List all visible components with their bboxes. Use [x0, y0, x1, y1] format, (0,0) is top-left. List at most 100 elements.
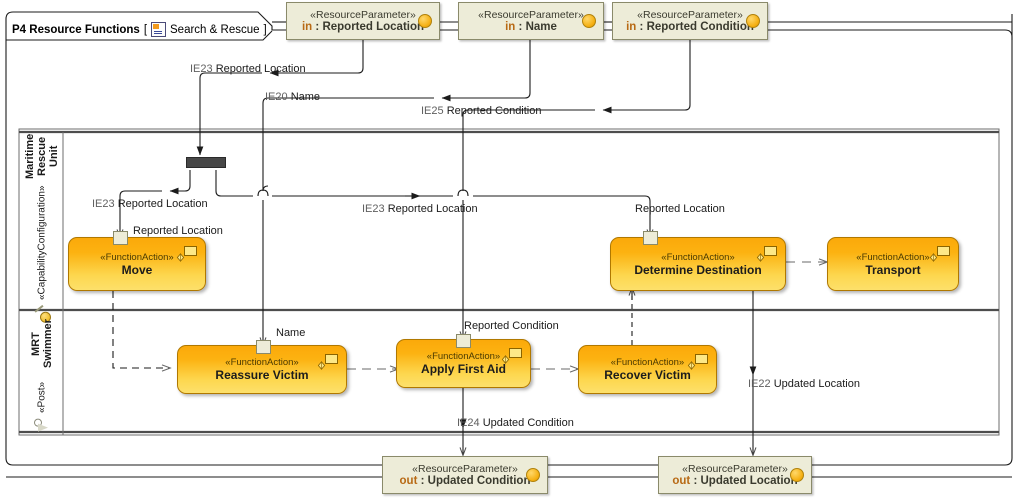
behavior-rect-icon: [937, 246, 950, 256]
swimlane-name: MRT Swimmer: [30, 319, 54, 369]
ie-id: IE20: [265, 91, 288, 103]
control-flow-move-to-reassure-victim[interactable]: [112, 291, 170, 368]
swimlane-stereotype: «CapabilityConfiguration»: [36, 185, 48, 300]
swimlane-maritime-rescue-unit[interactable]: «CapabilityConfiguration» Maritime Rescu…: [21, 134, 63, 309]
bracket-close: ]: [263, 23, 267, 36]
edge-text: Reported Condition: [446, 105, 542, 117]
resource-parameter-in-name[interactable]: «ResourceParameter» in : Name: [458, 2, 604, 40]
pin-label-move-reported-location: Reported Location: [133, 225, 223, 237]
behavior-rect-icon: [764, 246, 777, 256]
swimlane-mrt-swimmer[interactable]: «Post» MRT Swimmer: [21, 312, 63, 432]
edge-label-ie24-updated-condition: IE24 Updated Condition: [457, 417, 574, 429]
action-name: Transport: [865, 262, 921, 277]
pin-move-reported-location[interactable]: [113, 231, 128, 245]
edge-text: Reported Location: [215, 63, 306, 75]
parameter-signature: out : Updated Condition: [383, 475, 547, 488]
separator: :: [312, 20, 323, 33]
pin-determine-destination-reported-location[interactable]: [643, 231, 658, 245]
post-icon: [34, 419, 50, 432]
function-pin-icon: [756, 253, 765, 262]
resource-parameter-out-updated-condition[interactable]: «ResourceParameter» out : Updated Condit…: [382, 456, 548, 494]
edge-text: Name: [290, 91, 321, 103]
stereotype-label: «FunctionAction»: [661, 251, 735, 263]
pin-reassure-victim-name[interactable]: [256, 340, 271, 354]
separator: :: [515, 20, 526, 33]
parameter-name: Reported Location: [322, 20, 425, 33]
action-name: Recover Victim: [604, 368, 691, 382]
ie-id: IE23: [190, 63, 213, 75]
ie-id: IE24: [457, 417, 480, 429]
resource-parameter-out-updated-location[interactable]: «ResourceParameter» out : Updated Locati…: [658, 456, 812, 494]
function-pin-icon: [176, 253, 185, 262]
direction-label: out: [672, 474, 691, 487]
action-recover-victim[interactable]: «FunctionAction» Recover Victim: [578, 345, 717, 394]
swimlane-partitions: [18, 128, 1000, 436]
action-name: Apply First Aid: [421, 362, 506, 376]
ie-id: IE25: [421, 105, 444, 117]
behavior-rect-icon: [509, 348, 522, 358]
resource-dot-icon: [526, 468, 540, 482]
page-title: P4 Resource Functions: [12, 23, 140, 36]
flow-ie20-name[interactable]: [257, 40, 531, 345]
flow-ie23-reported-location-to-fork[interactable]: [196, 40, 364, 156]
action-determine-destination[interactable]: «FunctionAction» Determine Destination: [610, 237, 786, 291]
stereotype-label: «FunctionAction»: [426, 351, 501, 362]
swimlane-stereotype: «Post»: [36, 381, 48, 413]
pin-label-reassure-victim-name: Name: [276, 327, 306, 339]
edge-text: Reported Location: [117, 198, 208, 210]
param-frame-stubs: [6, 14, 1013, 478]
edge-label-ie20-name: IE20 Name: [265, 91, 320, 103]
edge-label-ie22-updated-location: IE22 Updated Location: [748, 378, 860, 390]
action-name: Determine Destination: [634, 262, 762, 277]
search-rescue-icon: [151, 22, 167, 37]
function-pin-icon: [687, 361, 696, 370]
separator: :: [417, 474, 428, 487]
edge-text: Updated Condition: [482, 417, 574, 429]
frame-context-label: Search & Rescue: [170, 23, 260, 36]
stereotype-label: «FunctionAction»: [100, 251, 174, 263]
parameter-name: Updated Location: [700, 474, 798, 487]
stereotype-label: «FunctionAction»: [856, 251, 930, 263]
separator: :: [636, 20, 647, 33]
stereotype-label: «FunctionAction»: [610, 357, 685, 368]
direction-label: in: [505, 20, 516, 33]
edge-label-ie23-reported-location-top: IE23 Reported Location: [190, 63, 306, 75]
parameter-signature: in : Reported Condition: [613, 21, 767, 34]
parameter-name: Reported Condition: [646, 20, 754, 33]
ie-id: IE23: [92, 198, 115, 210]
behavior-rect-icon: [184, 246, 197, 256]
parameter-name: Updated Condition: [427, 474, 531, 487]
flow-fork-to-move[interactable]: [120, 170, 191, 237]
flow-ie25-reported-condition[interactable]: [457, 40, 691, 339]
edge-text: Updated Location: [773, 378, 860, 390]
bracket-open: [: [143, 23, 148, 36]
action-move[interactable]: «FunctionAction» Move: [68, 237, 206, 291]
direction-label: out: [399, 474, 418, 487]
action-name: Reassure Victim: [215, 368, 309, 382]
resource-dot-icon: [790, 468, 804, 482]
edge-label-ie23-reported-location-determine: IE23 Reported Location: [362, 203, 478, 215]
resource-parameter-in-reported-location[interactable]: «ResourceParameter» in : Reported Locati…: [286, 2, 440, 40]
function-pin-icon: [317, 361, 326, 370]
stereotype-label: «ResourceParameter»: [478, 8, 584, 21]
pin-label-determine-destination-reported-location: Reported Location: [635, 203, 725, 215]
fork-node[interactable]: [186, 157, 226, 168]
stereotype-label: «ResourceParameter»: [637, 8, 743, 21]
behavior-rect-icon: [325, 354, 338, 364]
action-transport[interactable]: «FunctionAction» Transport: [827, 237, 959, 291]
stereotype-label: «ResourceParameter»: [310, 8, 416, 21]
stereotype-label: «ResourceParameter»: [412, 462, 518, 475]
frame-title-tab: P4 Resource Functions [ Search & Rescue …: [6, 19, 273, 40]
ie-id: IE22: [748, 378, 771, 390]
parameter-signature: in : Reported Location: [287, 21, 439, 34]
function-pin-icon: [501, 355, 510, 364]
function-pin-icon: [929, 253, 938, 262]
swimlane-name: Maritime Rescue Unit: [24, 134, 60, 180]
ie-id: IE23: [362, 203, 385, 215]
resource-parameter-in-reported-condition[interactable]: «ResourceParameter» in : Reported Condit…: [612, 2, 768, 40]
flow-fork-to-determine-destination[interactable]: [215, 170, 650, 237]
edge-label-ie25-reported-condition: IE25 Reported Condition: [421, 105, 542, 117]
resource-dot-icon: [746, 14, 760, 28]
edge-text: Reported Location: [387, 203, 478, 215]
pin-apply-first-aid-reported-condition[interactable]: [456, 334, 471, 348]
